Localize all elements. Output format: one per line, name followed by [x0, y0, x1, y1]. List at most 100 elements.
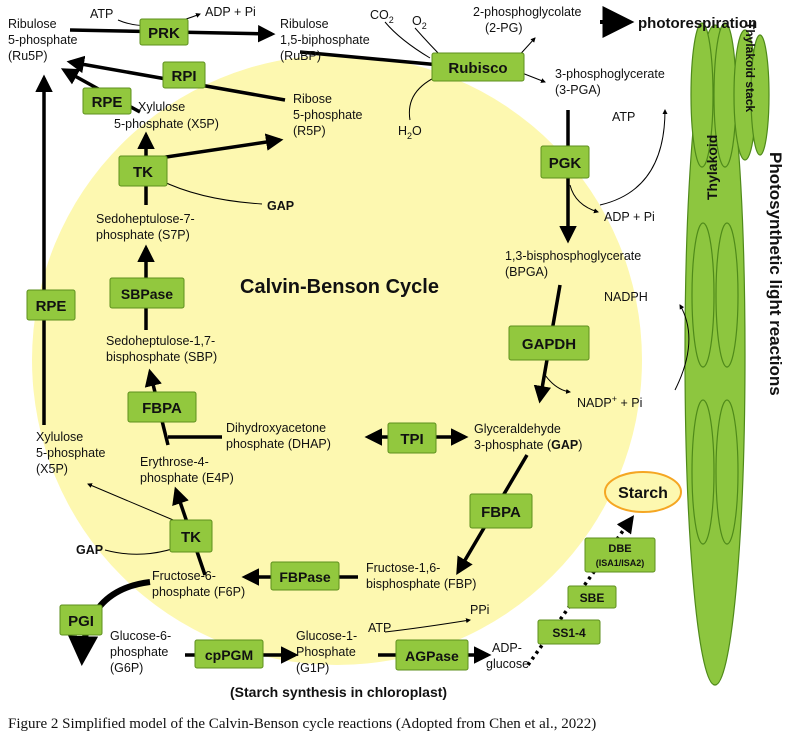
- r5p-line3: (R5P): [293, 124, 326, 138]
- dbe-sub-label: (ISA1/ISA2): [596, 558, 645, 568]
- starch-label: Starch: [618, 485, 668, 502]
- g6p-line2: phosphate: [110, 645, 168, 659]
- gapdh-label: GAPDH: [522, 336, 576, 353]
- thylakoid-group: Thylakoid Thylakoid stack Photosynthetic…: [684, 22, 785, 686]
- diagram-title: Calvin-Benson Cycle: [240, 276, 439, 298]
- pga3-line2: (3-PGA): [555, 83, 601, 97]
- f6p-line2: phosphate (F6P): [152, 585, 245, 599]
- rpe-left-box: [26, 289, 76, 321]
- atp2-label: ATP: [612, 110, 635, 124]
- atp1-label: ATP: [90, 7, 113, 21]
- g6p-line3: (G6P): [110, 661, 143, 675]
- nadp-label: NADP+ + Pi: [577, 394, 642, 410]
- cppgm-label: cpPGM: [205, 647, 253, 663]
- nadp-main: NADP: [577, 396, 612, 410]
- metabolite-labels: Ribulose 5-phosphate (Ru5P) Ribulose 1,5…: [8, 5, 665, 675]
- sbe-box: [567, 585, 617, 609]
- rpe-left-label: RPE: [36, 298, 67, 315]
- thylakoid-stack-8: [715, 399, 739, 545]
- atp3-label: ATP: [368, 621, 391, 635]
- nadp-end: + Pi: [617, 396, 642, 410]
- arrow-rubisco-3pga: [521, 72, 546, 83]
- co2-main: CO: [370, 8, 389, 22]
- thylakoid-stack-1: [690, 22, 714, 168]
- dbe-label: DBE: [608, 543, 631, 555]
- arrow-pgk-adppi: [569, 184, 599, 214]
- arrow-gap-tk: [159, 179, 263, 205]
- tk-bottom-label: TK: [181, 529, 201, 546]
- adppi2-label: ADP + Pi: [604, 210, 655, 224]
- tk-bottom-box: [169, 519, 213, 553]
- pgk-box: [540, 145, 590, 179]
- pg2-line2: (2-PG): [485, 21, 523, 35]
- rubp-line1: Ribulose: [280, 17, 329, 31]
- tpi-box: [387, 422, 437, 454]
- ppi-label: PPi: [470, 603, 489, 617]
- fbpa-left-label: FBPA: [142, 400, 182, 417]
- gapdh-box: [508, 325, 590, 361]
- rubp-line3: (RuBP): [280, 49, 321, 63]
- thylakoid-stack-6: [715, 222, 739, 368]
- dhap-line2: phosphate (DHAP): [226, 437, 331, 451]
- arrow-tk-x5pleft: [87, 483, 186, 526]
- arrow-atp2-adp2: [599, 109, 668, 206]
- rpe-top-box: [82, 87, 132, 115]
- g1p-line1: Glucose-1-: [296, 629, 357, 643]
- ru5p-line3: (Ru5P): [8, 49, 48, 63]
- rubisco-box: [431, 52, 525, 82]
- h2o-sub: 2: [407, 131, 412, 141]
- arrow-agpase-ppi: [384, 618, 471, 633]
- figure-caption: Figure 2 Simplified model of the Calvin-…: [8, 716, 596, 732]
- adpglc-line1: ADP-: [492, 641, 522, 655]
- f6p-line1: Fructose-6-: [152, 569, 216, 583]
- adppi1-label: ADP + Pi: [205, 5, 256, 19]
- enzyme-boxes: PRK RPI RPE Rubisco PGK GAPDH TPI FBPA F…: [26, 18, 682, 671]
- x5p-left-line2: 5-phosphate: [36, 446, 106, 460]
- pga3-line1: 3-phosphoglycerate: [555, 67, 665, 81]
- s7p-line2: phosphate (S7P): [96, 228, 190, 242]
- rpi-label: RPI: [171, 68, 196, 85]
- rpe-top-label: RPE: [92, 94, 123, 111]
- h2o-label: H2O: [398, 124, 422, 141]
- gap-top-label: GAP: [267, 199, 294, 213]
- sbp-line1: Sedoheptulose-1,7-: [106, 334, 215, 348]
- thylakoid-stack-label: Thylakoid stack: [743, 22, 757, 112]
- cofactor-labels: ATP ADP + Pi CO2 O2 H2O ATP ADP + Pi NAD…: [76, 5, 655, 635]
- fbpa-right-label: FBPA: [481, 504, 521, 521]
- cppgm-box: [194, 639, 264, 669]
- r5p-line2: 5-phosphate: [293, 108, 363, 122]
- nadp-sup: +: [612, 394, 617, 404]
- fbpase-label: FBPase: [279, 569, 331, 585]
- tpi-label: TPI: [400, 431, 423, 448]
- thylakoid-label: Thylakoid: [704, 135, 720, 200]
- pgk-label: PGK: [549, 155, 582, 172]
- thylakoid-stack-5: [691, 222, 715, 368]
- light-reactions-label: Photosynthetic light reactions: [766, 152, 785, 396]
- g1p-line3: (G1P): [296, 661, 329, 675]
- thylakoid-stack-4: [750, 34, 770, 156]
- pgi-box: [59, 604, 103, 636]
- arrow-nadph: [544, 374, 571, 394]
- bpga-line1: 1,3-bisphosphoglycerate: [505, 249, 641, 263]
- prk-box: [139, 18, 189, 46]
- dbe-box: [584, 537, 656, 573]
- co2-sub: 2: [389, 15, 394, 25]
- rpi-box: [162, 61, 206, 89]
- h2o-main: H: [398, 124, 407, 138]
- gap-line2-bold: GAP: [551, 438, 578, 452]
- gap-bottom-label: GAP: [76, 543, 103, 557]
- x5p-top-line1: Xylulose: [138, 100, 185, 114]
- e4p-line2: phosphate (E4P): [140, 471, 234, 485]
- fbpase-box: [270, 561, 340, 591]
- o2-label: O2: [412, 14, 427, 31]
- e4p-line1: Erythrose-4-: [140, 455, 209, 469]
- ru5p-line2: 5-phosphate: [8, 33, 78, 47]
- g1p-line2: Phosphate: [296, 645, 356, 659]
- fbp-line2: bisphosphate (FBP): [366, 577, 476, 591]
- rubisco-label: Rubisco: [448, 60, 507, 77]
- agpase-label: AGPase: [405, 648, 459, 664]
- gap-line2-main: 3-phosphate (: [474, 438, 552, 452]
- arrow-rubp-rubisco: [299, 50, 441, 67]
- gap-line1: Glyceraldehyde: [474, 422, 561, 436]
